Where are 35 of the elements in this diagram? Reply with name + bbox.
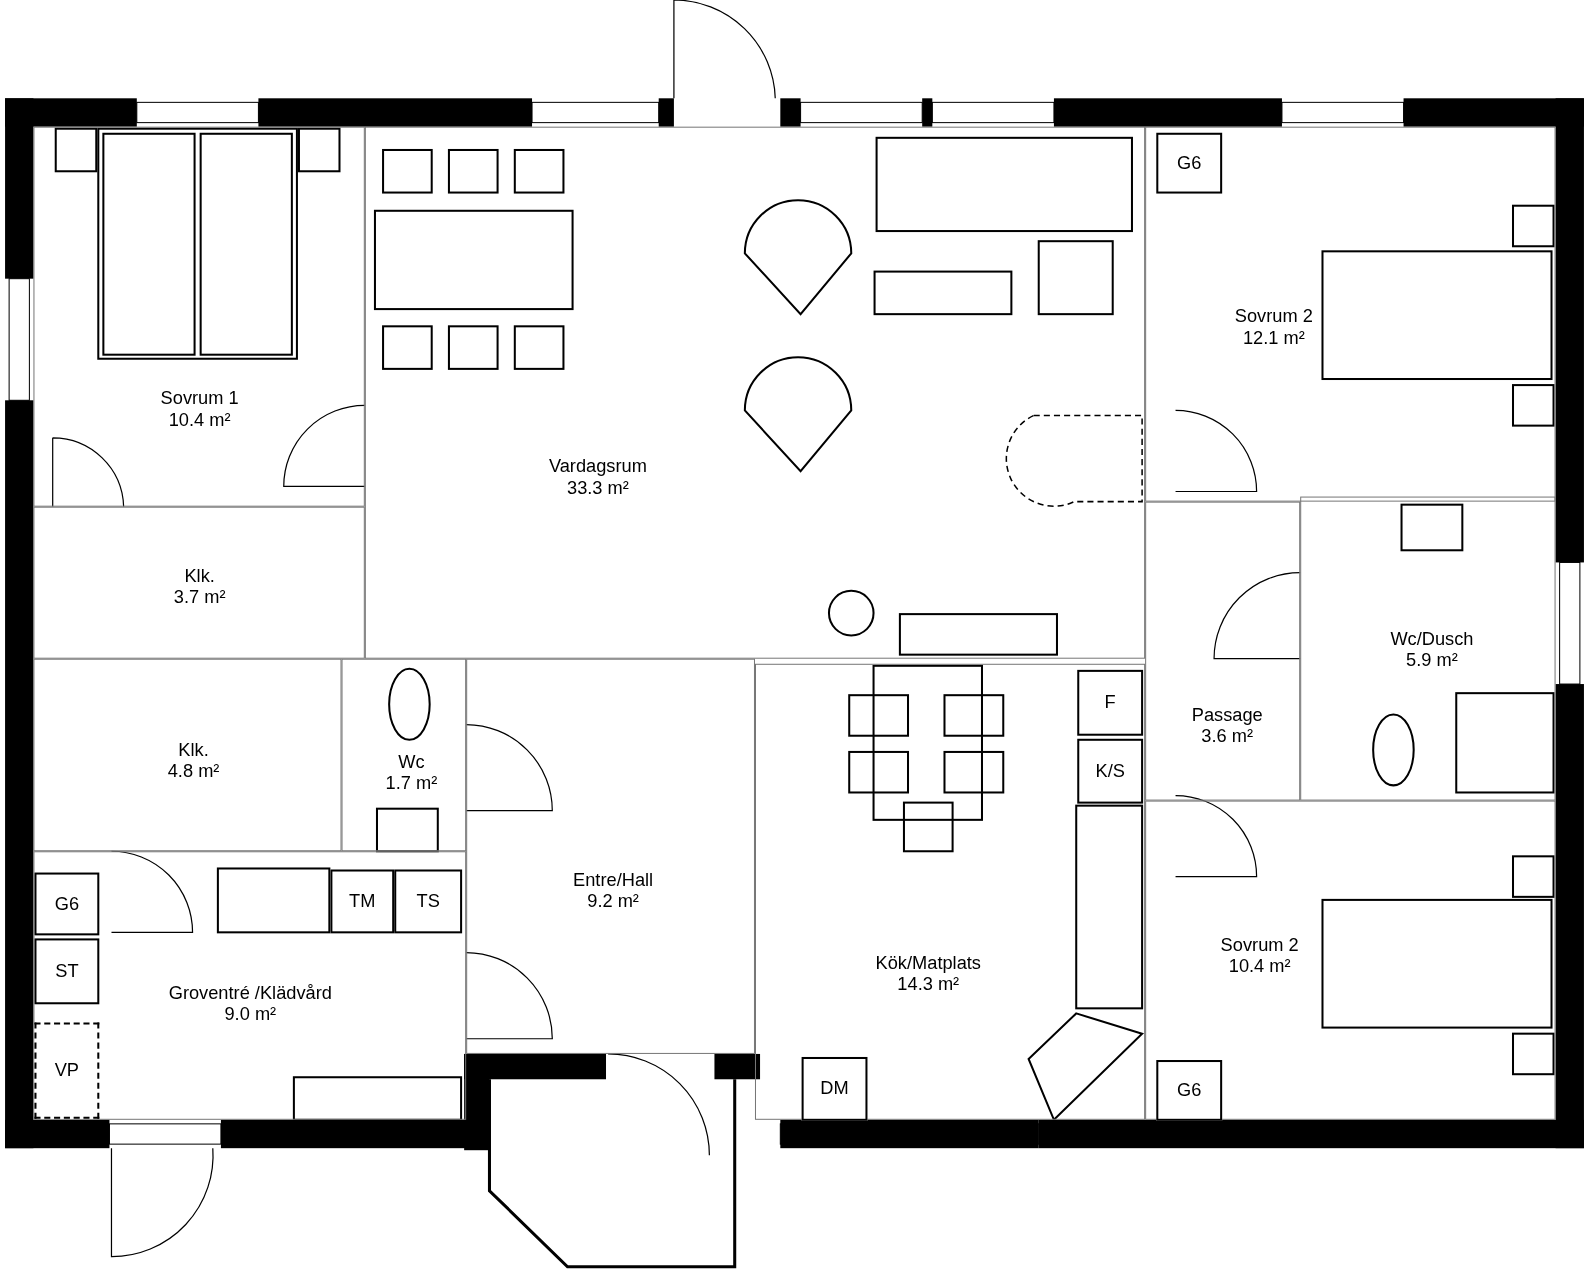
room-area-value: 12.1 m² [1241, 327, 1306, 349]
appliance-box: DM [801, 1057, 868, 1121]
room-name: Passage [1191, 704, 1263, 726]
room-area-value: 4.8 m² [167, 761, 220, 783]
room-name: Groventré /Klädvård [168, 983, 332, 1005]
room-name: Sovrum 2 [1220, 934, 1299, 956]
appliance-box: VP [34, 1022, 100, 1119]
room-area-value: 3.6 m² [1200, 725, 1255, 747]
appliance-box: F [1077, 669, 1144, 736]
room-area-value: 9.0 m² [223, 1004, 278, 1026]
room-name: Sovrum 2 [1234, 306, 1313, 328]
room-name: Klk. [183, 565, 216, 587]
appliance-box: TS [394, 869, 463, 934]
room-name: Klk. [177, 739, 210, 762]
appliance-box: G6 [1156, 132, 1223, 194]
room-area [755, 663, 1146, 1120]
room-area-value: 10.4 m² [1227, 955, 1292, 977]
appliance-box: G6 [34, 872, 100, 936]
room-area-value: 10.4 m² [167, 409, 232, 431]
appliance-box: K/S [1077, 738, 1144, 804]
room-name: Wc [397, 751, 426, 774]
room-name: Sovrum 1 [160, 388, 239, 410]
room-area-value: 9.2 m² [586, 890, 640, 913]
room-area-value: 5.9 m² [1405, 649, 1459, 671]
room-area-value: 1.7 m² [385, 773, 438, 795]
room-name: Kök/Matplats [875, 952, 981, 974]
appliance-box: ST [34, 938, 100, 1005]
room-area-value: 3.7 m² [173, 586, 226, 609]
room-area-value: 14.3 m² [896, 973, 961, 996]
room-area-value: 33.3 m² [566, 477, 630, 499]
room-name: Vardagsrum [548, 456, 647, 478]
room-name: Entre/Hall [573, 869, 654, 891]
appliance-box: G6 [1156, 1060, 1223, 1121]
appliance-box: TM [330, 869, 395, 934]
room-name: Wc/Dusch [1390, 628, 1474, 650]
